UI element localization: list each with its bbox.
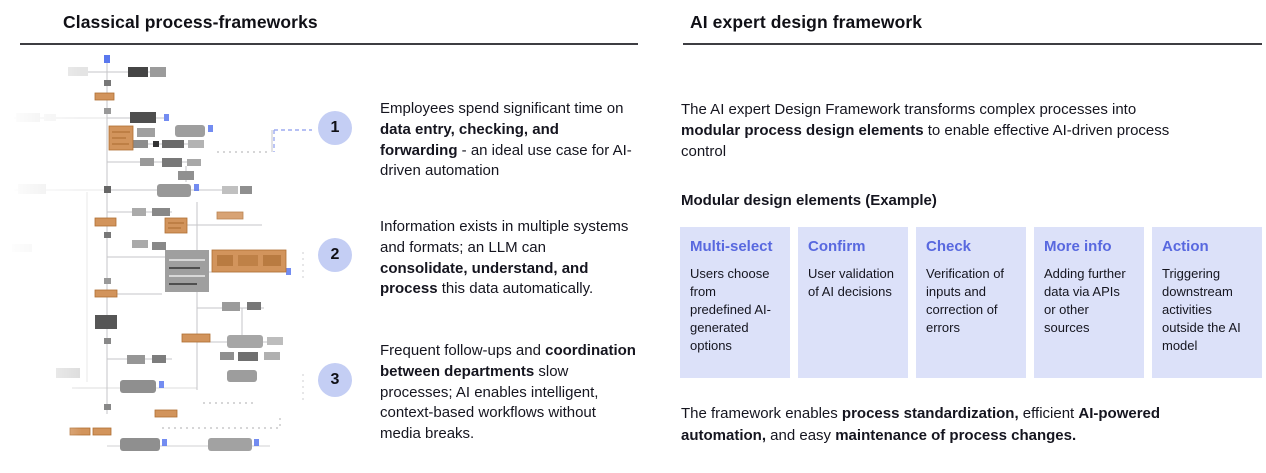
- card-body: Verification of inputs and correction of…: [926, 266, 1005, 335]
- framework-outro: The framework enables process standardiz…: [681, 405, 1161, 444]
- card-body: User validation of AI decisions: [808, 266, 894, 299]
- point-1-text: Employees spend significant time on data…: [380, 100, 632, 180]
- card-title: Action: [1162, 238, 1209, 255]
- process-flowchart-figure: [12, 52, 312, 467]
- card-action: Action Triggering downstream activities …: [1152, 227, 1262, 378]
- card-title: Multi-select: [690, 238, 773, 255]
- point-2-badge: 2: [318, 238, 352, 272]
- card-more-info: More info Adding further data via APIs o…: [1034, 227, 1144, 378]
- card-confirm: Confirm User validation of AI decisions: [798, 227, 908, 378]
- task-boxes: [12, 67, 283, 451]
- card-title: Confirm: [808, 238, 866, 255]
- process-flowchart: [12, 52, 312, 467]
- right-heading-rule: [683, 43, 1262, 45]
- card-multi-select: Multi-select Users choose from predefine…: [680, 227, 790, 378]
- right-panel-title: AI expert design framework: [690, 12, 923, 32]
- card-body: Adding further data via APIs or other so…: [1044, 266, 1126, 335]
- card-title: Check: [926, 238, 972, 255]
- point-3-badge: 3: [318, 363, 352, 397]
- highlighted-steps: [69, 92, 287, 436]
- modular-elements-subheading: Modular design elements (Example): [681, 192, 937, 209]
- design-element-cards: Multi-select Users choose from predefine…: [680, 227, 1262, 378]
- framework-intro: The AI expert Design Framework transform…: [681, 101, 1170, 160]
- callout-dashed-line: [273, 129, 312, 152]
- point-2-text: Information exists in multiple systems a…: [380, 218, 629, 298]
- left-heading-rule: [20, 43, 638, 45]
- card-body: Triggering downstream activities outside…: [1162, 266, 1241, 353]
- point-1-badge: 1: [318, 111, 352, 145]
- card-check: Check Verification of inputs and correct…: [916, 227, 1026, 378]
- card-body: Users choose from predefined AI-generate…: [690, 266, 771, 353]
- point-3-text: Frequent follow-ups and coordination bet…: [380, 342, 636, 443]
- card-title: More info: [1044, 238, 1112, 255]
- fade-overlay: [12, 52, 82, 467]
- event-node-squares: [104, 55, 291, 446]
- left-panel-title: Classical process-frameworks: [63, 12, 318, 32]
